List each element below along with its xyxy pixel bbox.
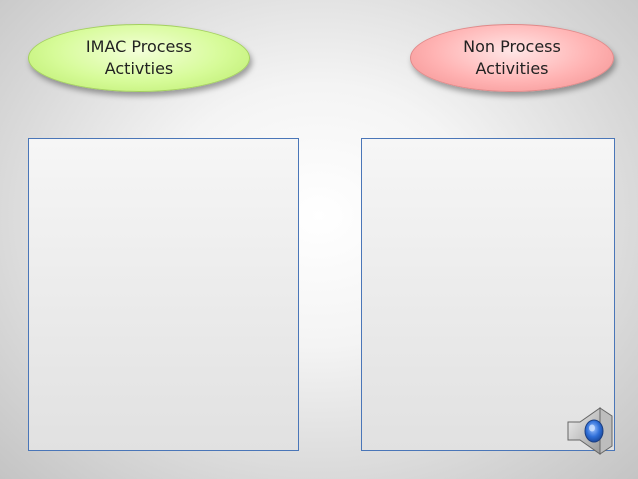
non-process-activities-box	[361, 138, 615, 451]
imac-process-activities-label: IMAC Process Activties	[85, 37, 193, 78]
non-process-activities-oval: Non Process Activities	[410, 24, 614, 92]
imac-process-activities-box	[28, 138, 299, 451]
imac-process-activities-oval: IMAC Process Activties	[28, 24, 250, 92]
speaker-icon[interactable]	[566, 404, 620, 458]
non-process-activities-label: Non Process Activities	[463, 37, 561, 78]
